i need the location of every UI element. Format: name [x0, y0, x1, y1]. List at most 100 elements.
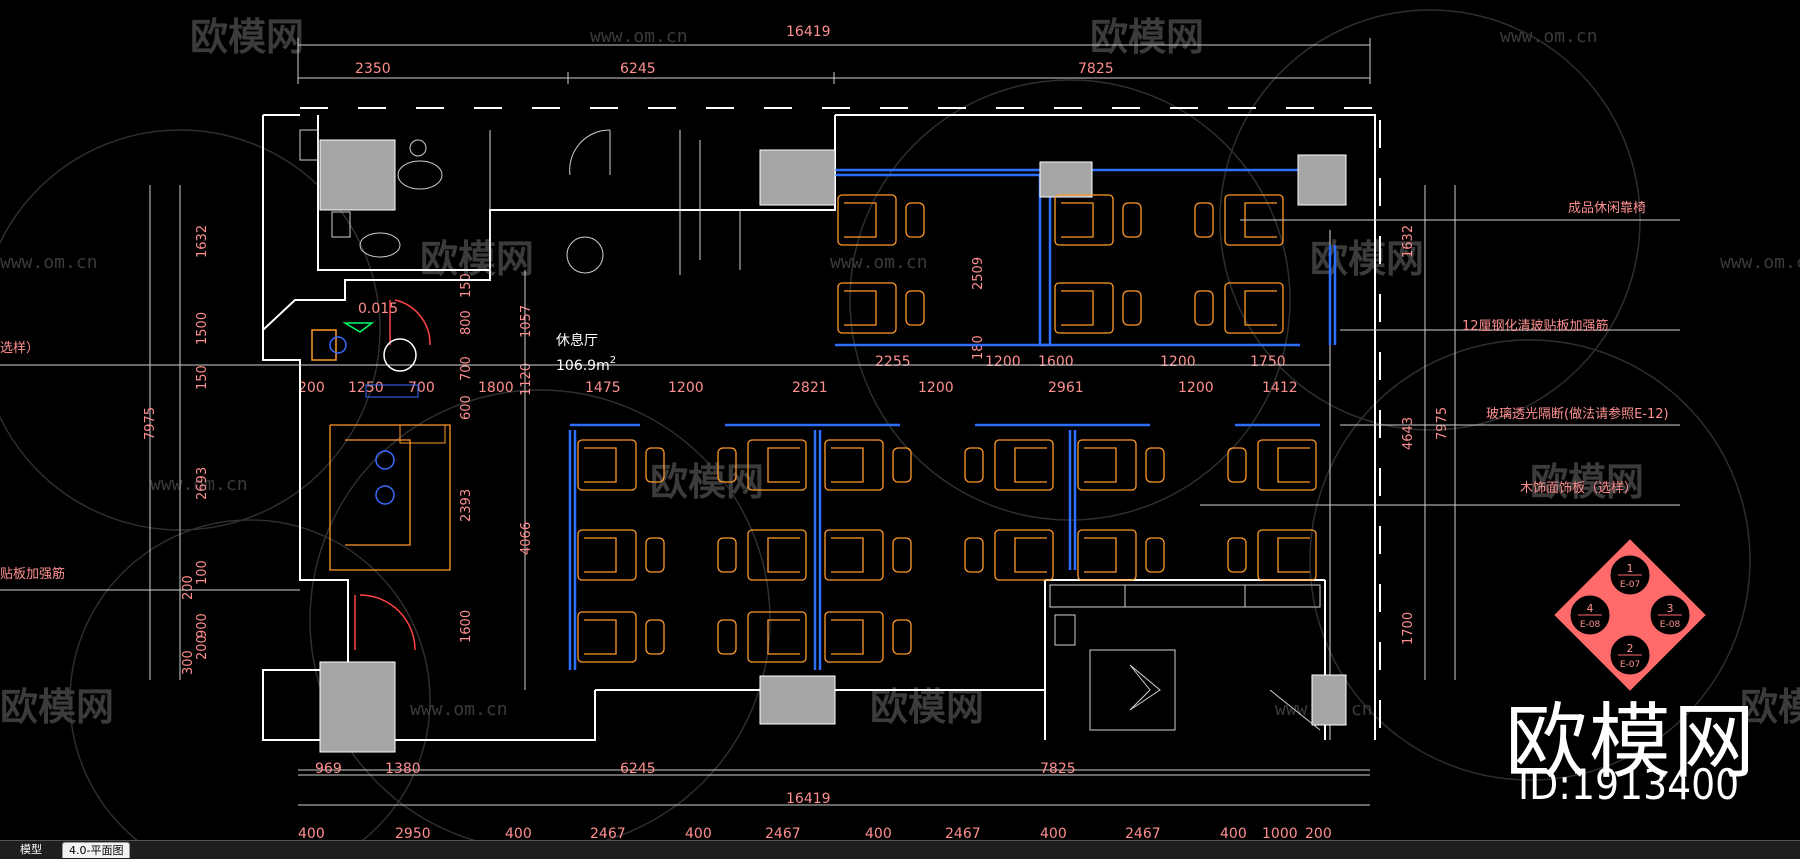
index-num-top: 1 [1627, 562, 1634, 575]
svg-text:1600: 1600 [459, 610, 474, 643]
watermark-brand-3: 欧模网 [420, 237, 534, 281]
service-area [1049, 584, 1321, 731]
dim-bottom-row2: 400 2950 400 2467 400 2467 400 2467 400 … [298, 826, 1332, 840]
svg-text:1475: 1475 [585, 380, 621, 396]
dim-bottom-2: 1380 [385, 761, 421, 777]
dim-bottom-3: 6245 [620, 761, 656, 777]
watermark-url-1: www.om.cn [590, 26, 688, 47]
lounge-chair [1077, 529, 1165, 581]
svg-text:200: 200 [181, 575, 196, 600]
lounge-chair [1054, 282, 1142, 334]
svg-text:1200: 1200 [668, 380, 704, 396]
dim-top-2: 6245 [620, 61, 656, 77]
dim-right-4: 1700 [1401, 612, 1416, 645]
svg-text:1500: 1500 [195, 312, 210, 345]
svg-text:1800: 1800 [478, 380, 514, 396]
watermark-url-2: www.om.cn [1500, 26, 1598, 47]
walls [262, 114, 1376, 741]
dim-mid-v-1: 1057 [519, 305, 534, 338]
svg-text:700: 700 [459, 356, 474, 381]
svg-text:200: 200 [195, 635, 210, 660]
tab-layout-floorplan[interactable]: 4.0-平面图 [62, 842, 131, 858]
room-area: 106.9m2 [556, 355, 616, 374]
lounge-chair [1077, 439, 1165, 491]
lounge-chair [1227, 439, 1317, 491]
lounge-chair [824, 529, 912, 581]
note-left-2: 贴板加强筋 [0, 566, 65, 582]
svg-text:2693: 2693 [195, 467, 210, 500]
tab-model[interactable]: 模型 [20, 843, 42, 856]
lounge-chair [824, 439, 912, 491]
watermark-brand-6: 欧模网 [1530, 460, 1644, 504]
dim-row-mid: 1475 1200 2821 1200 2961 1200 1412 [585, 380, 1298, 396]
svg-text:2393: 2393 [459, 489, 474, 522]
watermark-brand-8: 欧模网 [870, 685, 984, 729]
svg-text:100: 100 [195, 560, 210, 585]
watermark-url-3: www.om.cn [0, 252, 98, 273]
note-tempered-glass: 12厘钢化清玻贴板加强筋 [1462, 318, 1609, 334]
watermark-url-7: www.om.cn [410, 699, 508, 720]
index-ref-top: E-07 [1620, 580, 1640, 590]
lounge-chair [1194, 282, 1284, 334]
dim-top-total: 16419 [786, 24, 831, 40]
leader-lines [0, 219, 1680, 591]
svg-text:1200: 1200 [1178, 380, 1214, 396]
lounge-chairs [577, 194, 1317, 663]
svg-text:1200: 1200 [918, 380, 954, 396]
index-num-right: 3 [1667, 602, 1674, 615]
lounge-chair [1227, 529, 1317, 581]
index-ref-bottom: E-07 [1620, 660, 1640, 670]
svg-text:1200: 1200 [985, 354, 1021, 370]
svg-text:150: 150 [195, 365, 210, 390]
svg-text:300: 300 [181, 650, 196, 675]
svg-text:150: 150 [459, 273, 474, 298]
svg-text:400: 400 [865, 826, 892, 840]
lounge-chair [577, 439, 665, 491]
dim-misc-3: 0.015 [358, 301, 398, 317]
note-lounge-chair: 成品休闲靠椅 [1568, 201, 1646, 216]
lounge-chair [577, 611, 665, 663]
svg-text:1600: 1600 [1038, 354, 1074, 370]
lounge-chair [964, 529, 1054, 581]
structural-columns [319, 139, 1347, 753]
svg-text:400: 400 [298, 826, 325, 840]
watermark-text-layer: 欧模网 www.om.cn 欧模网 www.om.cn www.om.cn 欧模… [0, 15, 1800, 729]
svg-text:2467: 2467 [1125, 826, 1161, 840]
dimension-lines [149, 38, 1456, 806]
watermark-brand-2: 欧模网 [1090, 15, 1204, 59]
dim-bottom-total: 16419 [786, 791, 831, 807]
doors [354, 299, 431, 651]
lounge-chair [577, 529, 665, 581]
dim-left-chain: 1632 1500 150 2693 200 100 900 200 300 [181, 225, 210, 675]
lounge-chair [717, 611, 807, 663]
room-name: 休息厅 [556, 332, 598, 349]
index-symbol[interactable]: 1 E-07 3 E-08 2 E-07 4 E-08 [1554, 539, 1706, 691]
dim-mid-v-3: 4066 [519, 522, 534, 555]
note-glass-partition: 玻璃透光隔断(做法请参照E-12) [1486, 406, 1669, 422]
svg-text:200: 200 [298, 380, 325, 396]
dim-bottom-4: 7825 [1040, 761, 1076, 777]
dim-top-1: 2350 [355, 61, 391, 77]
svg-text:1412: 1412 [1262, 380, 1298, 396]
dim-right-1: 1632 [1401, 225, 1416, 258]
svg-text:400: 400 [1040, 826, 1067, 840]
note-left-1: 选样） [0, 341, 39, 356]
dim-right-2: 4643 [1401, 417, 1416, 450]
index-num-left: 4 [1587, 602, 1594, 615]
svg-text:200: 200 [1305, 826, 1332, 840]
watermark-url-6: www.om.cn [150, 474, 248, 495]
svg-text:2255: 2255 [875, 354, 911, 370]
dim-mid-v-2: 1120 [519, 363, 534, 396]
svg-text:2950: 2950 [395, 826, 431, 840]
lounge-chair [717, 529, 807, 581]
watermark-url-5: www.om.cn [1720, 252, 1800, 273]
svg-text:400: 400 [1220, 826, 1247, 840]
dim-misc-2: 180 [971, 335, 986, 360]
lounge-chair [964, 439, 1054, 491]
brand-watermark: 欧模网 [1505, 695, 1758, 790]
svg-text:400: 400 [505, 826, 532, 840]
cad-drawing-canvas[interactable]: 欧模网 www.om.cn 欧模网 www.om.cn www.om.cn 欧模… [0, 0, 1800, 840]
watermark-brand-9: 欧模网 [1740, 685, 1800, 729]
index-num-bottom: 2 [1627, 642, 1634, 655]
svg-text:1000: 1000 [1262, 826, 1298, 840]
